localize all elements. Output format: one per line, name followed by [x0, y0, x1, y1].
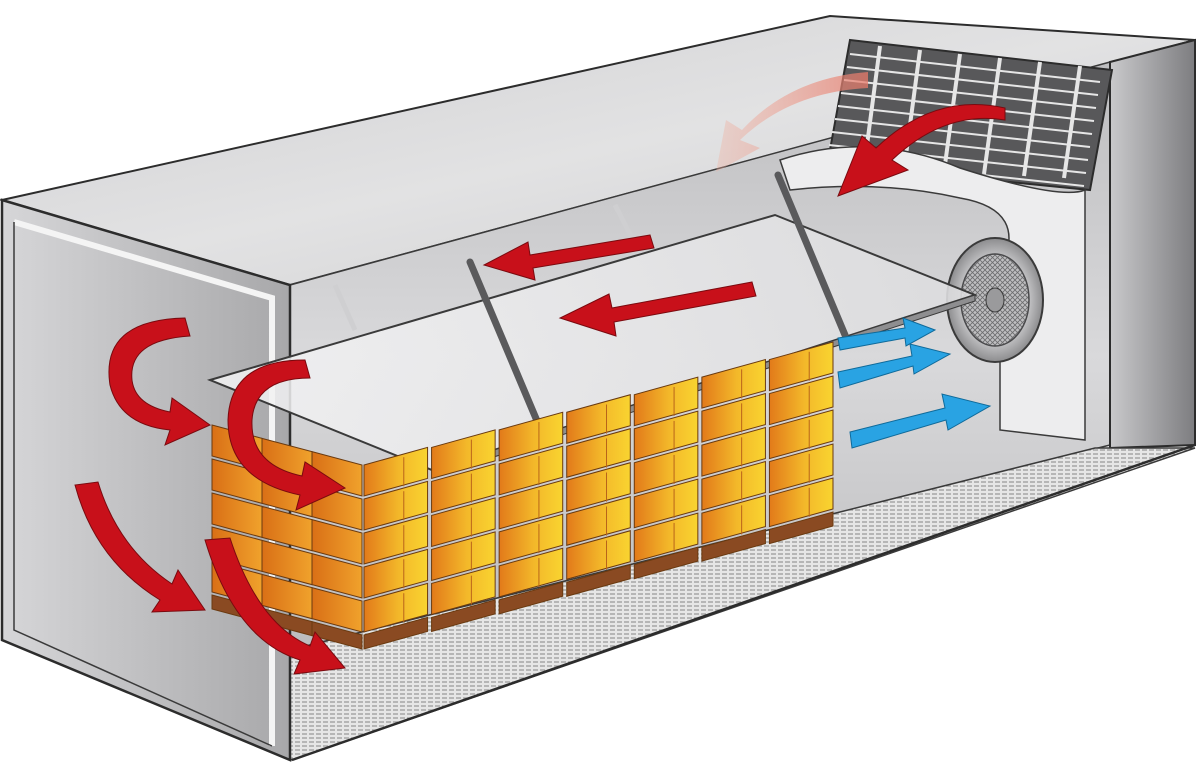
cargo-box — [498, 411, 564, 462]
vent-louver-slat — [831, 131, 1089, 161]
cargo-box — [431, 497, 496, 548]
vent-louver-slat — [849, 53, 1101, 83]
cargo-box — [633, 376, 699, 427]
cargo-box — [701, 426, 766, 477]
pallet-base — [498, 581, 564, 615]
cargo-box — [768, 443, 834, 494]
cargo-box — [768, 409, 834, 460]
cargo-box — [498, 445, 564, 496]
cargo-box — [701, 494, 766, 545]
vent-louver-slat — [834, 118, 1091, 148]
cargo-box — [431, 531, 496, 582]
cargo-box — [363, 582, 429, 633]
cargo-box — [768, 375, 834, 426]
cargo-box — [566, 462, 631, 512]
vent-louver-divider — [1022, 61, 1042, 177]
cargo-box — [566, 394, 631, 444]
airflow-arrows — [74, 72, 1006, 675]
warm-air-arrow-ceiling-1 — [482, 234, 655, 281]
warm-air-arrow-into-unit — [837, 103, 1006, 197]
cargo-box — [498, 547, 564, 598]
cargo-box — [768, 477, 834, 528]
pallet-cargo — [211, 341, 834, 650]
door-frame-outline — [13, 222, 273, 747]
vent-louver-slat — [843, 79, 1097, 109]
cargo-box — [363, 446, 429, 497]
warm-air-curl-arrow-3 — [74, 481, 206, 613]
vent-louver-slat — [846, 66, 1099, 96]
cargo-box — [768, 341, 834, 392]
support-rod — [612, 203, 635, 240]
cargo-box — [363, 514, 429, 565]
cargo-box — [498, 513, 564, 564]
support-rod — [332, 283, 358, 332]
vent-louver-divider — [1062, 65, 1082, 179]
return-air-arrow-faded — [716, 72, 868, 172]
warm-air-curl-arrow-1 — [108, 317, 212, 446]
cold-air-arrow-2 — [837, 343, 952, 389]
container-front-edge — [291, 443, 1196, 762]
cargo-box — [498, 479, 564, 530]
cargo-box — [633, 410, 699, 461]
warm-air-arrow-ceiling-2 — [558, 281, 757, 337]
pallet-base — [701, 528, 766, 562]
pallet-base — [633, 546, 699, 580]
pallet-base — [431, 599, 496, 633]
cargo-box — [633, 444, 699, 495]
fan-hub — [985, 287, 1005, 313]
support-rod — [774, 171, 849, 339]
cargo-box — [701, 392, 766, 443]
pallet-base — [363, 616, 429, 650]
cargo-box — [363, 480, 429, 531]
cargo-box — [431, 565, 496, 616]
container-door-wall — [0, 198, 292, 762]
cargo-box — [566, 530, 631, 580]
vent-louver-divider — [902, 49, 922, 171]
pallet-base — [768, 511, 834, 545]
cargo-box — [363, 548, 429, 599]
cargo-box-side — [211, 492, 263, 538]
cold-air-arrow-3 — [849, 393, 992, 449]
cargo-box — [633, 512, 699, 563]
support-rod — [466, 258, 544, 432]
cargo-box — [701, 358, 766, 409]
cold-air-arrow-1 — [837, 317, 937, 351]
cargo-box — [431, 463, 496, 514]
pallet-base — [566, 564, 631, 597]
warm-air-curl-arrow-4 — [204, 537, 346, 675]
cargo-box — [431, 429, 496, 480]
cargo-box — [701, 460, 766, 511]
container-end-wall — [1109, 38, 1196, 450]
cargo-box — [633, 478, 699, 529]
cargo-box — [566, 428, 631, 478]
cargo-box — [566, 496, 631, 546]
warm-air-curl-arrow-2 — [227, 359, 347, 511]
